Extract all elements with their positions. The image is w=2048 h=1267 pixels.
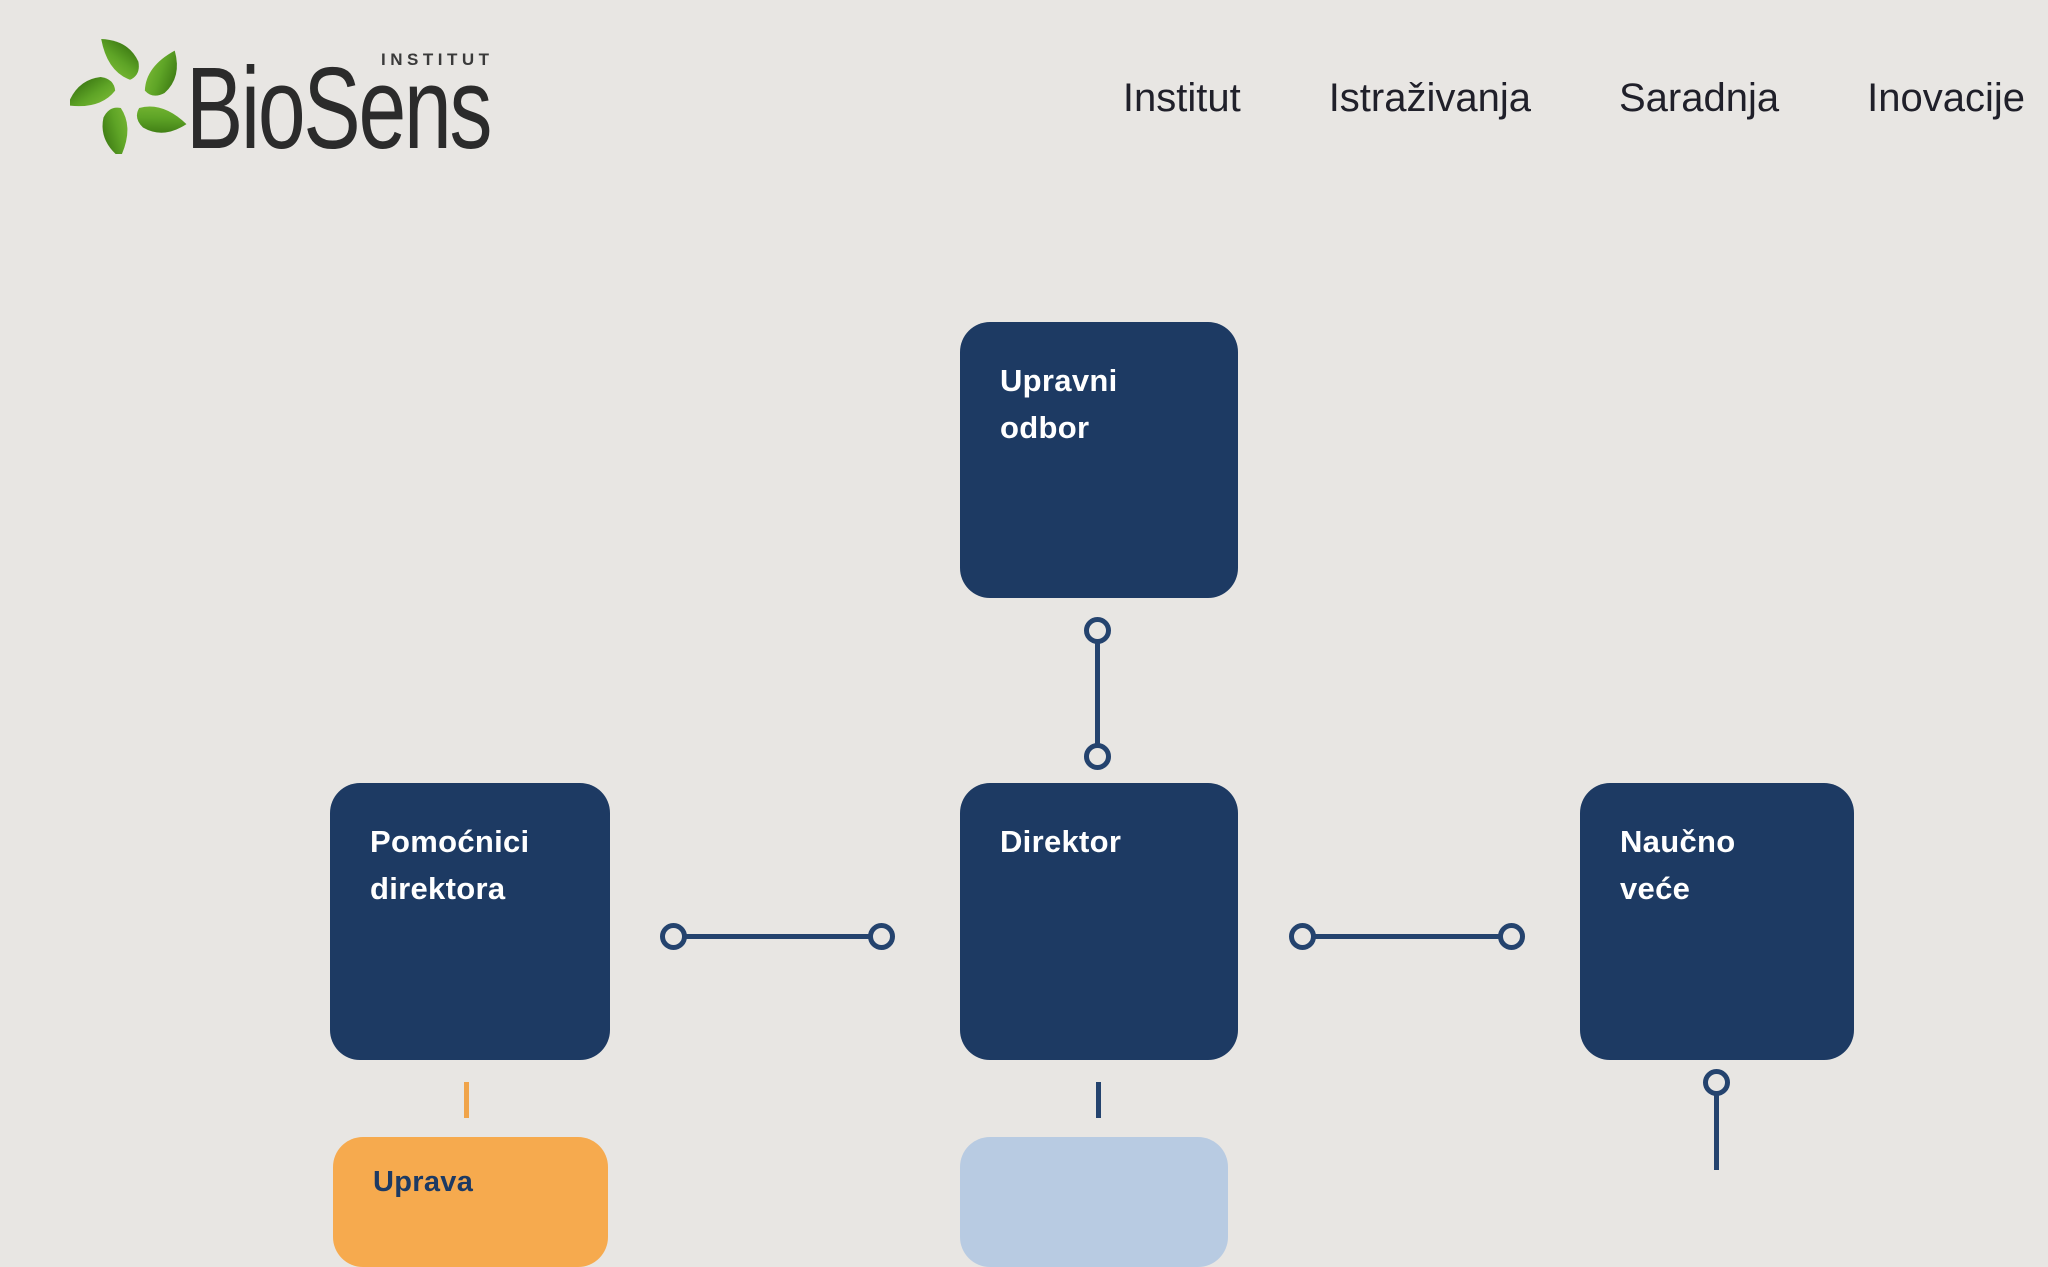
connector-pomocnici-direktor-right-circle xyxy=(868,923,895,950)
nav-item-istrazivanja[interactable]: Istraživanja xyxy=(1328,76,1531,120)
connector-upravni-direktor-line xyxy=(1095,642,1100,746)
connector-pomocnici-uprava-dash xyxy=(464,1082,469,1118)
connector-direktor-naucno-right-circle xyxy=(1498,923,1525,950)
connector-direktor-bottom-dash xyxy=(1096,1082,1101,1118)
org-node-upravni-odbor: Upravni odbor xyxy=(960,322,1238,598)
connector-direktor-naucno-left-circle xyxy=(1289,923,1316,950)
connector-pomocnici-direktor-line xyxy=(673,934,882,939)
connector-upravni-direktor-bottom-circle xyxy=(1084,743,1111,770)
brand-wordmark: BioSens xyxy=(186,43,492,173)
site-header: BioSens INSTITUT Institut Istraživanja S… xyxy=(0,0,2048,170)
leaf-pinwheel-icon xyxy=(70,39,187,154)
nav-item-institut[interactable]: Institut xyxy=(1122,76,1241,120)
org-node-pomocnici-direktora: Pomoćnici direktora xyxy=(330,783,610,1060)
connector-naucno-down-circle xyxy=(1703,1069,1730,1096)
biosens-logo[interactable]: BioSens INSTITUT xyxy=(68,24,518,166)
org-node-bottom-partial xyxy=(960,1137,1228,1267)
nav-item-saradnja[interactable]: Saradnja xyxy=(1619,76,1780,120)
nav-item-inovacije[interactable]: Inovacije xyxy=(1867,76,2025,120)
main-nav: Institut Istraživanja Saradnja Inovacije xyxy=(1123,76,2025,121)
connector-direktor-naucno-line xyxy=(1303,934,1512,939)
org-node-naucno-vece: Naučno veće xyxy=(1580,783,1854,1060)
connector-pomocnici-direktor-left-circle xyxy=(660,923,687,950)
connector-naucno-down-line xyxy=(1714,1093,1719,1170)
brand-tagline: INSTITUT xyxy=(381,50,494,69)
org-node-uprava-partial: Uprava xyxy=(333,1137,608,1267)
org-node-direktor: Direktor xyxy=(960,783,1238,1060)
connector-upravni-direktor-top-circle xyxy=(1084,617,1111,644)
